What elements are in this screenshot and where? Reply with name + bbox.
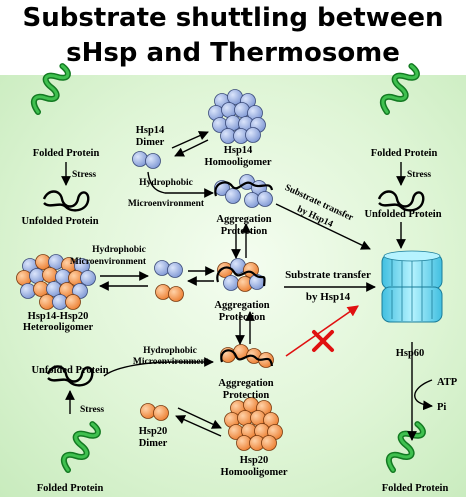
hsp20-dimer-bottom — [140, 403, 169, 421]
label-hsp14-homo-line2: Homooligomer — [204, 157, 271, 168]
label-hsp14-dimer-line1: Hsp14 — [136, 125, 165, 136]
folded-protein-helix-top-right — [379, 62, 419, 116]
label-hsp60: Hsp60 — [396, 348, 425, 359]
label-transfer-mid-line1: Substrate transfer — [285, 269, 371, 281]
label-folded-protein-tr: Folded Protein — [371, 148, 438, 159]
label-transfer-mid-line2: by Hsp14 — [306, 291, 351, 303]
label-aggregation-bot-line1: Aggregation — [218, 378, 273, 389]
folded-protein-helix-top-left — [30, 62, 70, 116]
aggregation-complex-middle — [216, 258, 266, 292]
arrows — [61, 131, 433, 441]
folded-protein-helix-bottom-right — [385, 420, 425, 474]
label-pi: Pi — [437, 402, 446, 413]
hsp60-chaperonin — [381, 250, 443, 323]
hsp20-dimer-middle — [155, 284, 184, 302]
label-aggregation-top-line2: Protection — [221, 226, 268, 237]
label-hydrophobic-mid-line2: Microenvironment — [70, 257, 147, 267]
hsp14-dimer-top — [132, 151, 161, 169]
diagram-title: Substrate shuttling between sHsp and The… — [0, 1, 466, 71]
label-hsp14-dimer-line2: Dimer — [136, 137, 165, 148]
title-line-2: sHsp and Thermosome — [66, 38, 400, 68]
title-line-1: Substrate shuttling between — [22, 3, 444, 33]
label-folded-protein-tl: Folded Protein — [33, 148, 100, 159]
hsp14-homooligomer — [208, 89, 266, 144]
label-hetero-line2: Heterooligomer — [23, 322, 94, 333]
label-hydrophobic-bot-line1: Hydrophobic — [143, 346, 197, 356]
label-aggregation-mid-line2: Protection — [219, 312, 266, 323]
label-hydrophobic-bot-line2: Microenvironment — [133, 357, 210, 367]
unfolded-protein-coil-top-left — [42, 190, 90, 212]
label-hetero-line1: Hsp14-Hsp20 — [28, 311, 89, 322]
label-hsp20-homo-line1: Hsp20 — [240, 455, 269, 466]
label-folded-protein-bl: Folded Protein — [37, 483, 104, 494]
label-atp: ATP — [437, 377, 458, 388]
label-unfolded-protein-bl: Unfolded Protein — [31, 365, 108, 376]
label-aggregation-mid-line1: Aggregation — [214, 300, 269, 311]
aggregation-complex-bottom — [220, 344, 274, 368]
label-hsp20-homo-line2: Homooligomer — [220, 467, 287, 478]
hsp14-dimer-middle — [154, 260, 183, 278]
label-folded-protein-br: Folded Protein — [382, 483, 449, 494]
blocked-transfer-arrow — [285, 305, 359, 357]
folded-protein-helix-bottom-left — [60, 420, 100, 474]
unfolded-protein-coil-top-right — [377, 190, 425, 212]
label-hydrophobic-mid-line1: Hydrophobic — [92, 245, 146, 255]
label-stress-tr: Stress — [407, 170, 431, 180]
label-aggregation-top-line1: Aggregation — [216, 214, 271, 225]
label-hydrophobic-top-line2: Microenvironment — [128, 199, 205, 209]
hsp20-homooligomer — [224, 397, 283, 451]
label-hsp14-homo-line1: Hsp14 — [224, 145, 253, 156]
label-hydrophobic-top-line1: Hydrophobic — [139, 178, 193, 188]
label-stress-tl: Stress — [72, 170, 96, 180]
label-unfolded-protein-tl: Unfolded Protein — [21, 216, 98, 227]
label-hsp20-dimer-line2: Dimer — [139, 438, 168, 449]
hsp14-hsp20-heterooligomer — [16, 254, 96, 310]
label-hsp20-dimer-line1: Hsp20 — [139, 426, 168, 437]
label-stress-bl: Stress — [80, 405, 104, 415]
aggregation-complex-top — [214, 174, 274, 208]
label-unfolded-protein-tr: Unfolded Protein — [364, 209, 441, 220]
label-aggregation-bot-line2: Protection — [223, 390, 270, 401]
